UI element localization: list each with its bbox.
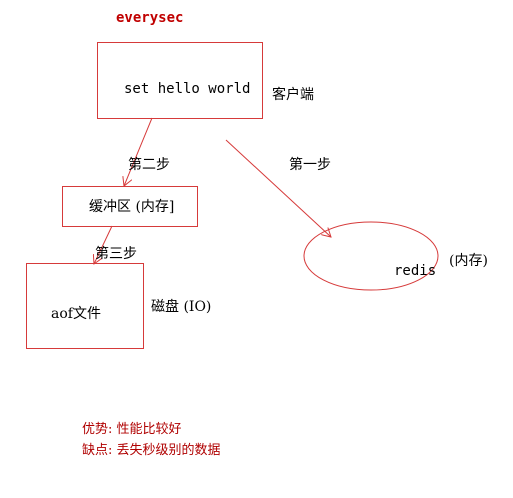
notes: 优势: 性能比较好 缺点: 丢失秒级别的数据 — [82, 419, 221, 461]
step3-label: 第三步 — [95, 246, 137, 262]
client-box-text: set hello world — [124, 81, 251, 97]
aof-file-box: aof文件 — [26, 263, 144, 349]
buffer-box-text: 缓冲区 (内存] — [89, 199, 175, 215]
step1-label: 第一步 — [289, 157, 331, 173]
arrow-buffer-to-aof — [94, 225, 113, 264]
advantage-text: 优势: 性能比较好 — [82, 422, 182, 437]
buffer-box: 缓冲区 (内存] — [62, 186, 198, 227]
policy-label: everysec — [116, 10, 184, 26]
arrow-client-to-buffer — [124, 117, 153, 186]
disk-label: 磁盘 (IO) — [151, 299, 212, 315]
redis-label: redis — [394, 263, 437, 279]
client-box: set hello world — [97, 42, 263, 119]
step2-label: 第二步 — [128, 157, 170, 173]
redis-ellipse — [303, 221, 439, 291]
arrow-client-to-redis — [225, 139, 331, 237]
aof-box-text: aof文件 — [51, 306, 101, 322]
client-label: 客户端 — [272, 87, 314, 103]
redis-memory-label: (内存) — [449, 253, 488, 269]
disadvantage-text: 缺点: 丢失秒级别的数据 — [82, 443, 221, 458]
